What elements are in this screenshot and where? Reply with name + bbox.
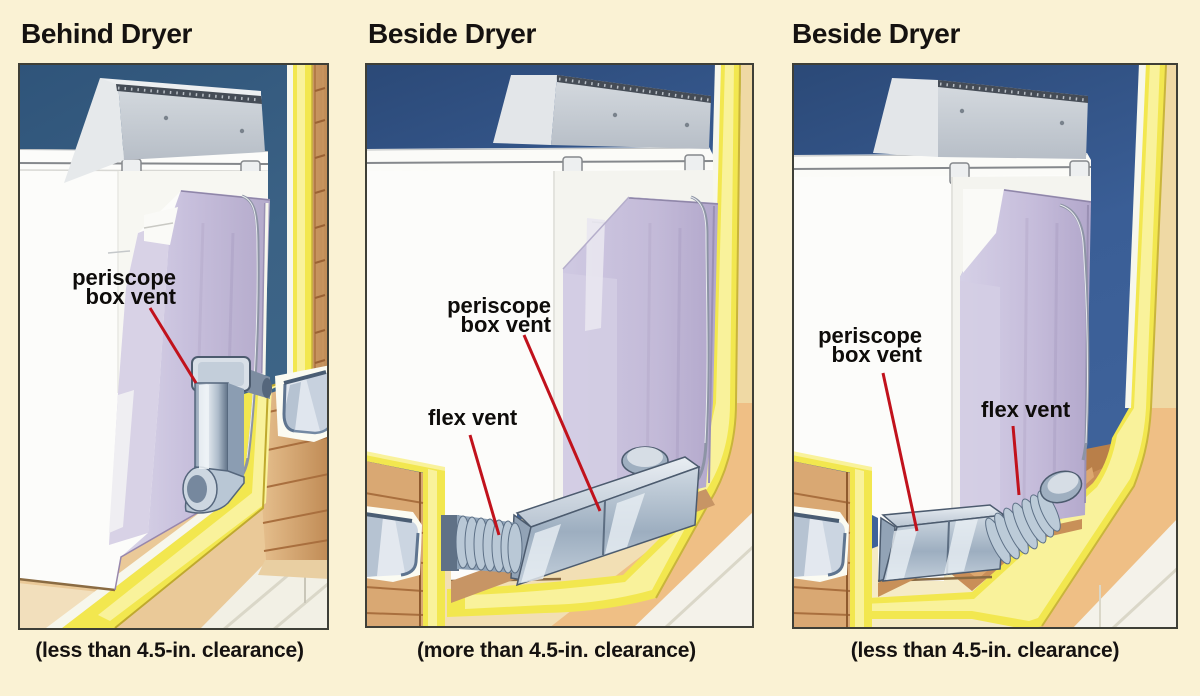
svg-text:periscope: periscope [72,265,176,290]
svg-text:periscope: periscope [818,323,922,348]
svg-text:flex vent: flex vent [981,397,1071,422]
svg-text:flex vent: flex vent [428,405,518,430]
svg-text:periscope: periscope [447,293,551,318]
svg-text:box vent: box vent [86,284,177,309]
svg-text:box vent: box vent [832,342,923,367]
svg-text:box vent: box vent [461,312,552,337]
